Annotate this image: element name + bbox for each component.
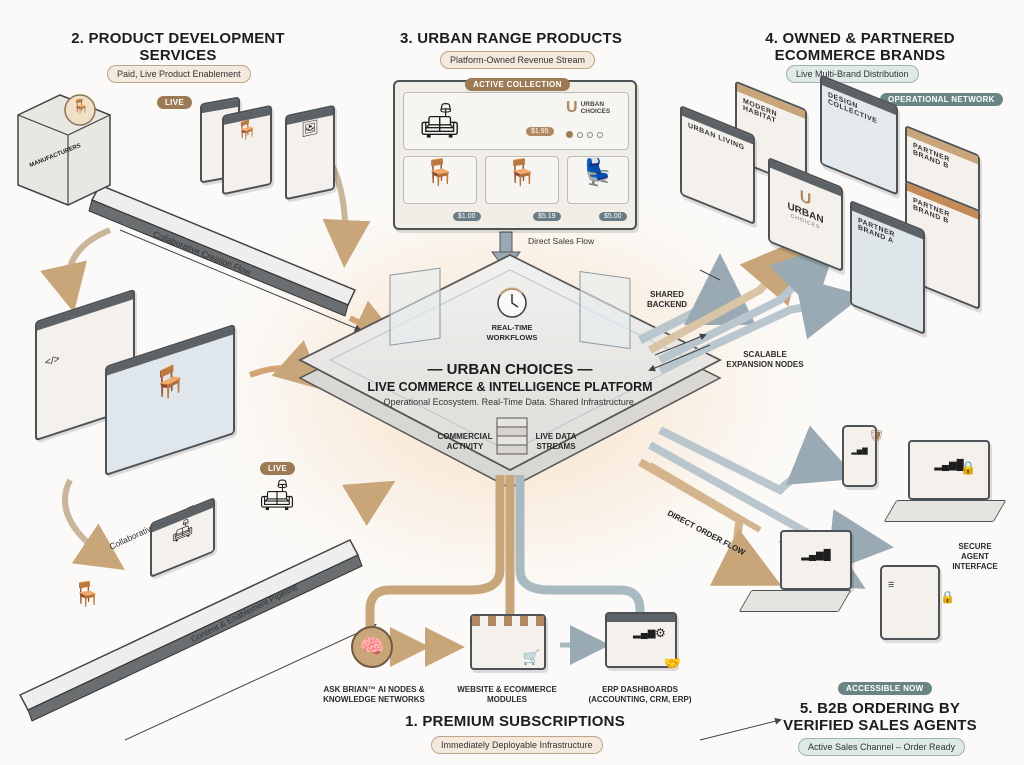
accessible-now-badge: ACCESSIBLE NOW — [838, 682, 932, 695]
dining-set-icon: 🪑 — [423, 157, 457, 187]
factory-building — [17, 94, 111, 206]
erp-dashboards-label: ERP DASHBOARDS (ACCOUNTING, CRM, ERP) — [588, 685, 692, 704]
media-window: 🖼 — [285, 104, 335, 201]
central-platform — [298, 253, 722, 489]
sectional-sofa-icon: 🛋 — [418, 102, 462, 140]
premium-pill: Immediately Deployable Infrastructure — [431, 736, 603, 754]
live-badge-2: LIVE — [260, 462, 295, 475]
ai-nodes-label: ASK BRIAN™ AI NODES & KNOWLEDGE NETWORKS — [323, 685, 425, 704]
agent-tablet[interactable]: ▂▅▇ — [842, 425, 877, 487]
secure-agent-interface-label: SECURE AGENT INTERFACE — [952, 542, 998, 571]
brain-network-icon: 🧠 — [359, 636, 385, 658]
lock-shield-icon: 🔒 — [940, 590, 955, 604]
product-card-office-chair[interactable]: 💺 — [567, 156, 629, 204]
b2b-pill: Active Sales Channel – Order Ready — [798, 738, 966, 756]
sofa-icon: 🛋 — [258, 479, 297, 512]
office-chair-icon: 💺 — [581, 157, 615, 187]
product-card-bistro[interactable]: 🪑 — [485, 156, 559, 204]
product-page-window: 🪑 — [222, 104, 272, 196]
urban-range-pill: Platform-Owned Revenue Stream — [440, 51, 596, 69]
b2b-title: 5. B2B ORDERING BY VERIFIED SALES AGENTS — [783, 700, 977, 734]
platform-title: — URBAN CHOICES — — [427, 361, 593, 378]
urban-range-title: 3. URBAN RANGE PRODUCTS — [399, 30, 623, 47]
handshake-icon: 🤝 — [663, 655, 681, 671]
active-collection-badge: ACTIVE COLLECTION — [465, 78, 570, 91]
live-data-streams-label: LIVE DATA STREAMS — [535, 432, 577, 451]
chair-icon: 🪑 — [72, 581, 102, 608]
chart-icon: ▂▄▆█ — [934, 460, 964, 471]
shield-check-icon: 🛡 — [868, 428, 885, 443]
premium-title: 1. PREMIUM SUBSCRIPTIONS — [405, 713, 625, 730]
hero-price: $1.95 — [526, 127, 554, 136]
erp-dashboard-module[interactable]: ▂▄▆ ⚙ 🤝 — [605, 612, 681, 671]
conveyor-bottom — [18, 539, 363, 722]
agent-laptop-1[interactable]: ▂▄▆█ — [908, 440, 990, 500]
price-tag: $5.00 — [599, 212, 627, 221]
product-card-dining[interactable]: 🪑 — [403, 156, 477, 204]
ecommerce-modules-label: WEBSITE & ECOMMERCE MODULES — [457, 685, 557, 704]
brands-pill: Live Multi-Brand Distribution — [786, 65, 919, 83]
bistro-set-icon: 🪑 — [505, 157, 539, 187]
lock-shield-icon: 🔒 — [960, 460, 977, 475]
hero-product-card: 🛋 $1.95 U URBAN CHOICES — [403, 92, 629, 150]
platform-heading: — URBAN CHOICES — LIVE COMMERCE & INTELL… — [310, 361, 710, 407]
agent-laptop-2[interactable]: ▂▄▆█ — [780, 530, 852, 590]
product-dev-title: 2. PRODUCT DEVELOPMENT SERVICES — [71, 30, 285, 64]
price-tag: $1.00 — [453, 212, 481, 221]
cart-icon: 🛒 — [522, 649, 540, 665]
operational-network-badge: OPERATIONAL NETWORK — [880, 93, 1003, 106]
bar-chart-icon: ▂▄▆ — [633, 628, 656, 639]
chart-icon: ▂▄▆█ — [801, 550, 831, 561]
curved-arrow — [40, 227, 112, 313]
chart-icon: ▂▅▇ — [851, 448, 868, 455]
gear-icon: ⚙ — [655, 626, 666, 640]
storefront-module[interactable]: 🛒 — [470, 614, 546, 670]
brand-logo: U URBAN CHOICES — [566, 99, 611, 116]
product-collection-panel: ACTIVE COLLECTION 🛋 $1.95 U URBAN CHOICE… — [393, 78, 637, 230]
realtime-workflows-label: REAL-TIME WORKFLOWS — [486, 323, 538, 342]
commercial-activity-label: COMMERCIAL ACTIVITY — [437, 432, 493, 451]
agent-tablet-2[interactable]: ☰ — [880, 565, 940, 640]
awning — [472, 616, 544, 626]
armchair-icon: 🪑 — [72, 98, 90, 114]
carousel-dots[interactable] — [566, 131, 603, 138]
platform-subtitle: LIVE COMMERCE & INTELLIGENCE PLATFORM — [367, 380, 653, 394]
ai-brain-node[interactable]: 🧠 — [351, 626, 393, 668]
arrow-to-platform — [341, 480, 396, 527]
curved-arrow — [62, 478, 125, 570]
shared-backend-label: SHARED BACKEND — [647, 290, 687, 309]
expansion-nodes-label: SCALABLE EXPANSION NODES — [726, 350, 804, 369]
direct-sales-label: Direct Sales Flow — [528, 236, 595, 246]
laptop-keyboard — [883, 500, 1007, 522]
live-badge: LIVE — [157, 96, 192, 109]
list-icon: ☰ — [888, 582, 895, 589]
product-dev-pill: Paid, Live Product Enablement — [107, 65, 251, 83]
laptop-keyboard — [738, 590, 852, 612]
u-logo-icon: U — [566, 99, 578, 116]
brands-title: 4. OWNED & PARTNERED ECOMMERCE BRANDS — [765, 30, 955, 64]
platform-tagline: Operational Ecosystem. Real-Time Data. S… — [383, 397, 637, 407]
price-tag: $5.19 — [533, 212, 561, 221]
